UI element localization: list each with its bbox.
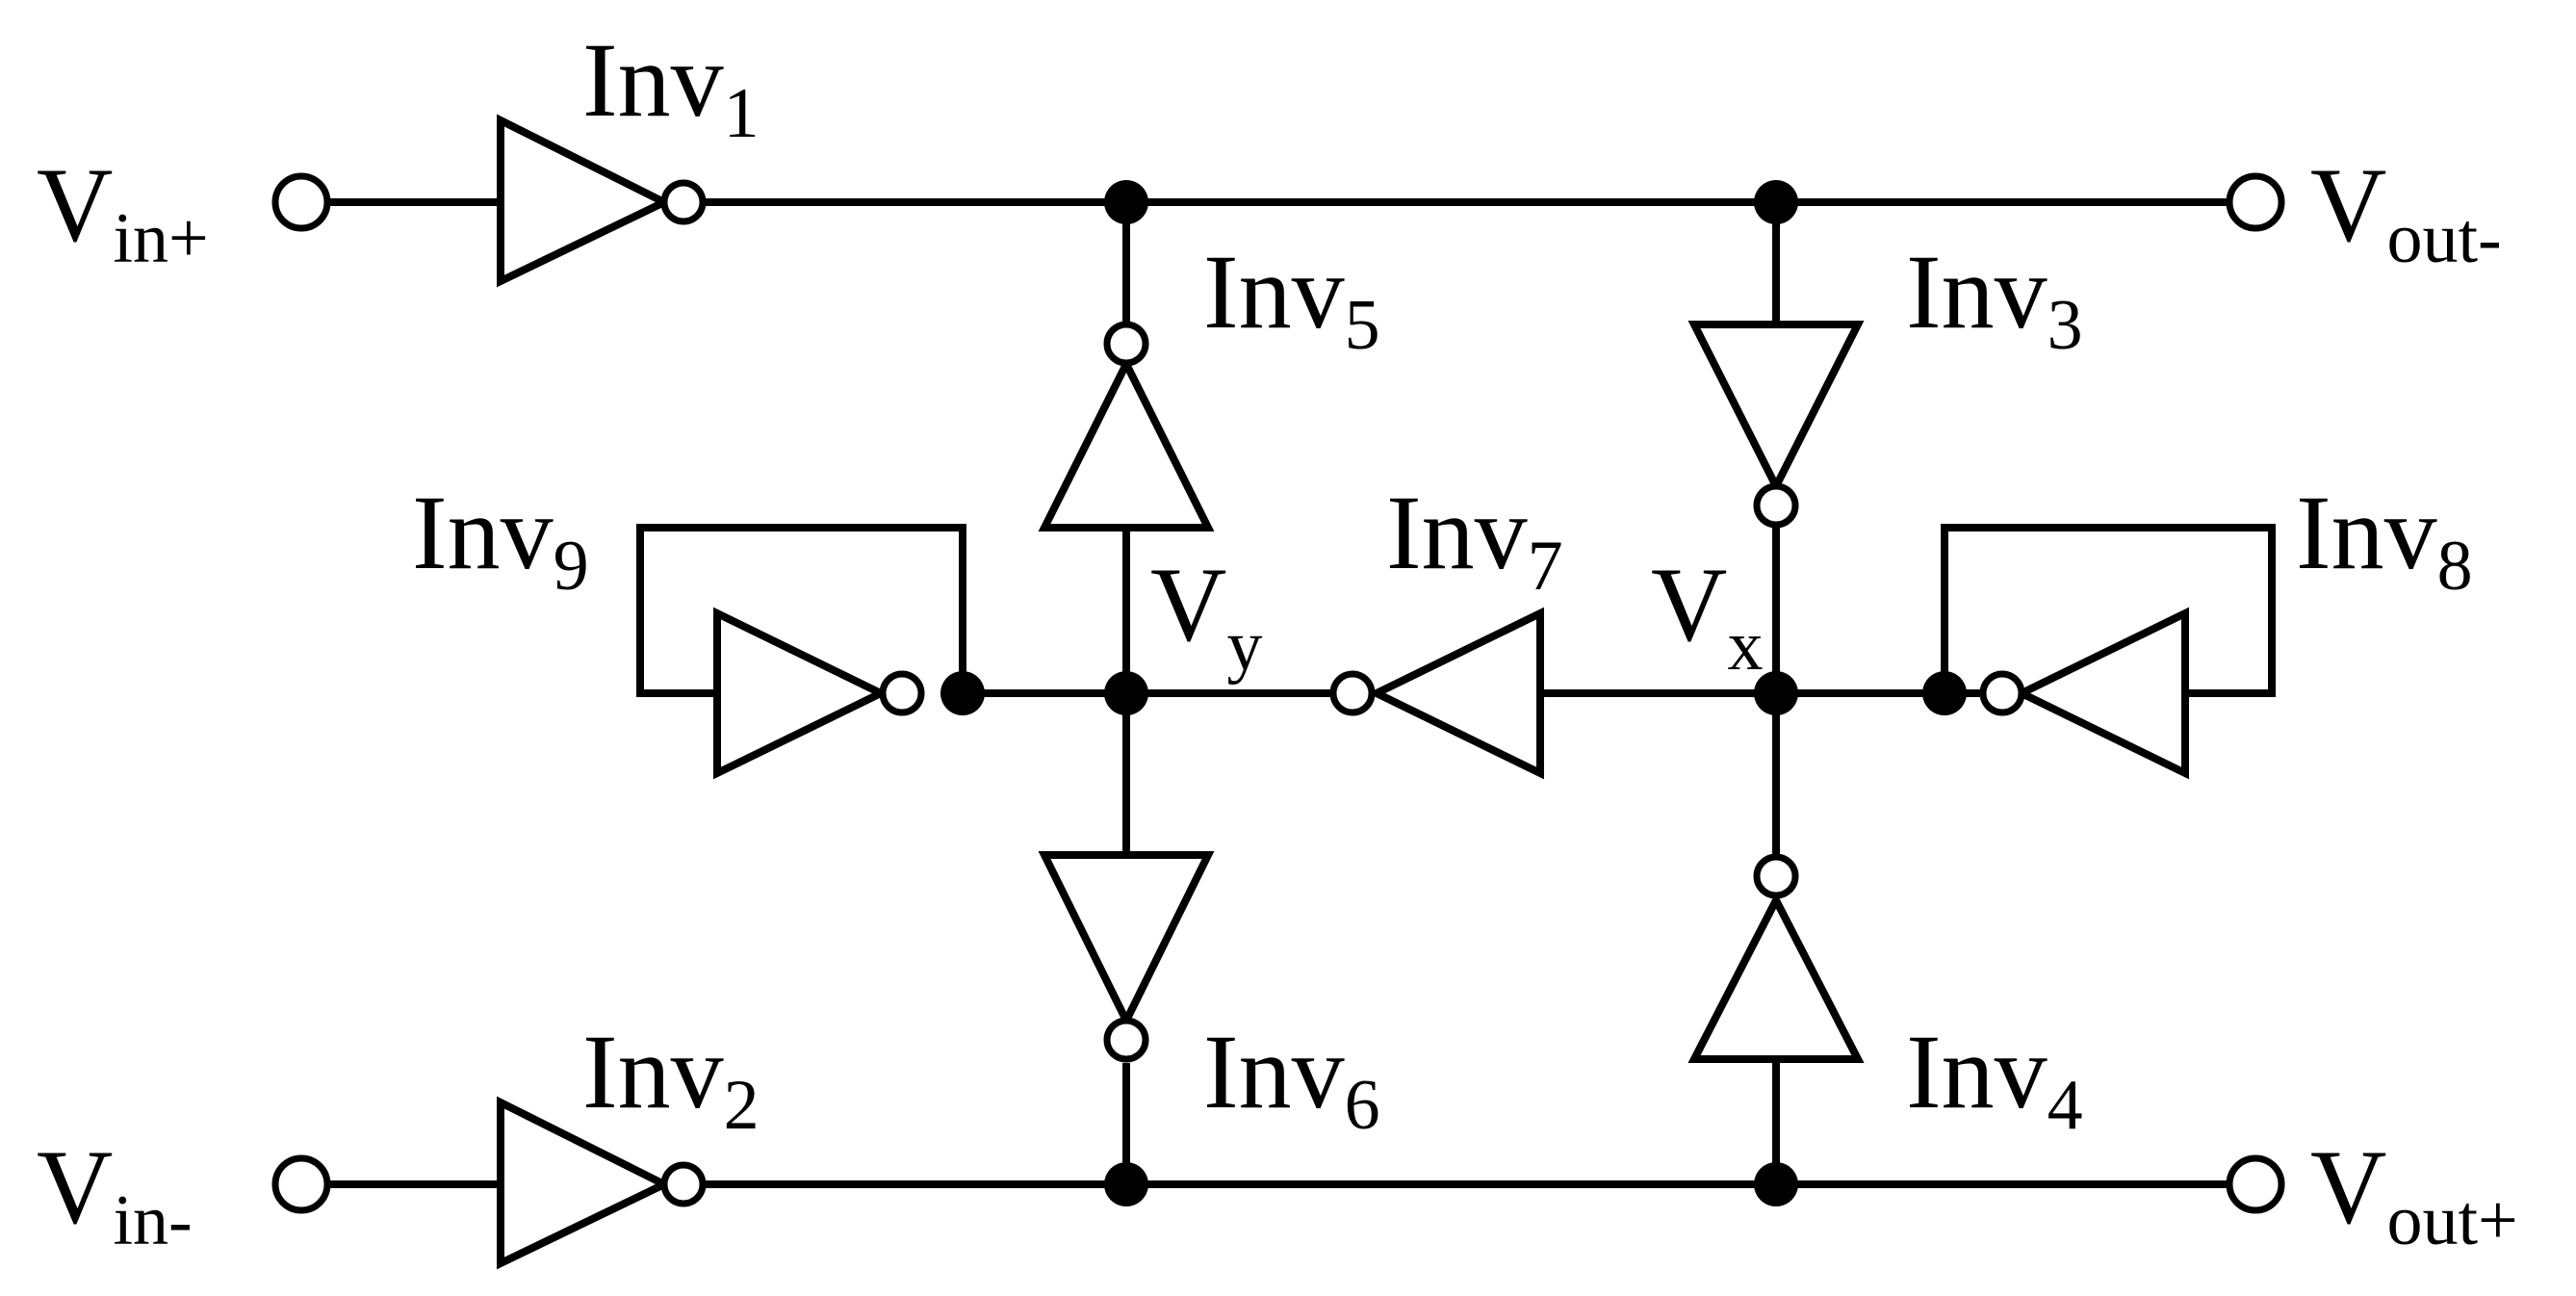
inv8-triangle: [2012, 607, 2189, 780]
terminal-vout-minus: [2226, 172, 2285, 232]
wires: [323, 198, 2276, 1188]
inv7-bubble: [1329, 670, 1376, 716]
inv5-bubble: [1103, 321, 1149, 367]
junctions: [940, 180, 1967, 1206]
terminal-vin-plus: [271, 172, 331, 232]
terminals: [271, 172, 2285, 1214]
junction-vy: [1104, 671, 1148, 715]
junction-top-right: [1754, 180, 1798, 224]
junction-inv8-output: [1922, 671, 1967, 715]
label-inv5: Inv5: [1203, 233, 1380, 365]
label-vin-minus: Vin-: [37, 1128, 193, 1260]
label-inv4: Inv4: [1906, 1013, 2083, 1145]
inv1-triangle: [497, 114, 674, 288]
labels: Vin+ Vin- Vout- Vout+ Vy Vx Inv1 Inv2 In…: [37, 21, 2518, 1260]
label-vout-minus: Vout-: [2310, 146, 2502, 278]
wire-inv9-feedback: [636, 524, 966, 697]
junction-vx: [1754, 671, 1798, 715]
label-vy: Vy: [1150, 546, 1262, 686]
inv7-triangle: [1367, 607, 1544, 780]
label-inv6: Inv6: [1203, 1013, 1380, 1145]
label-vin-plus: Vin+: [37, 146, 209, 278]
label-inv2: Inv2: [582, 1013, 760, 1145]
wire-inv8-feedback: [1941, 524, 2276, 697]
label-inv9: Inv9: [412, 474, 589, 606]
label-vout-plus: Vout+: [2310, 1128, 2518, 1260]
label-inv3: Inv3: [1906, 233, 2083, 365]
inv2-bubble: [660, 1161, 707, 1207]
inv9-bubble: [879, 670, 925, 716]
junction-bottom-right: [1754, 1162, 1798, 1206]
inv4-bubble: [1753, 853, 1799, 899]
inv6-bubble: [1103, 1017, 1149, 1063]
inv1-bubble: [660, 179, 707, 225]
terminal-vin-minus: [271, 1154, 331, 1214]
inv9-triangle: [713, 607, 890, 780]
junction-bottom-left: [1104, 1162, 1148, 1206]
inv8-bubble: [1979, 670, 2025, 716]
inv5-triangle: [1038, 355, 1215, 531]
label-inv7: Inv7: [1386, 474, 1563, 606]
label-vx: Vx: [1651, 546, 1763, 686]
label-inv1: Inv1: [582, 21, 760, 153]
gates: [497, 114, 2189, 1270]
inv3-triangle: [1687, 321, 1865, 495]
junction-inv9-output: [940, 671, 985, 715]
junction-top-left: [1104, 180, 1148, 224]
terminal-vout-plus: [2226, 1154, 2285, 1214]
inv6-triangle: [1038, 851, 1215, 1030]
inv2-triangle: [497, 1096, 674, 1270]
inv3-bubble: [1753, 482, 1799, 529]
inv4-triangle: [1687, 892, 1865, 1063]
label-inv8: Inv8: [2296, 474, 2473, 606]
